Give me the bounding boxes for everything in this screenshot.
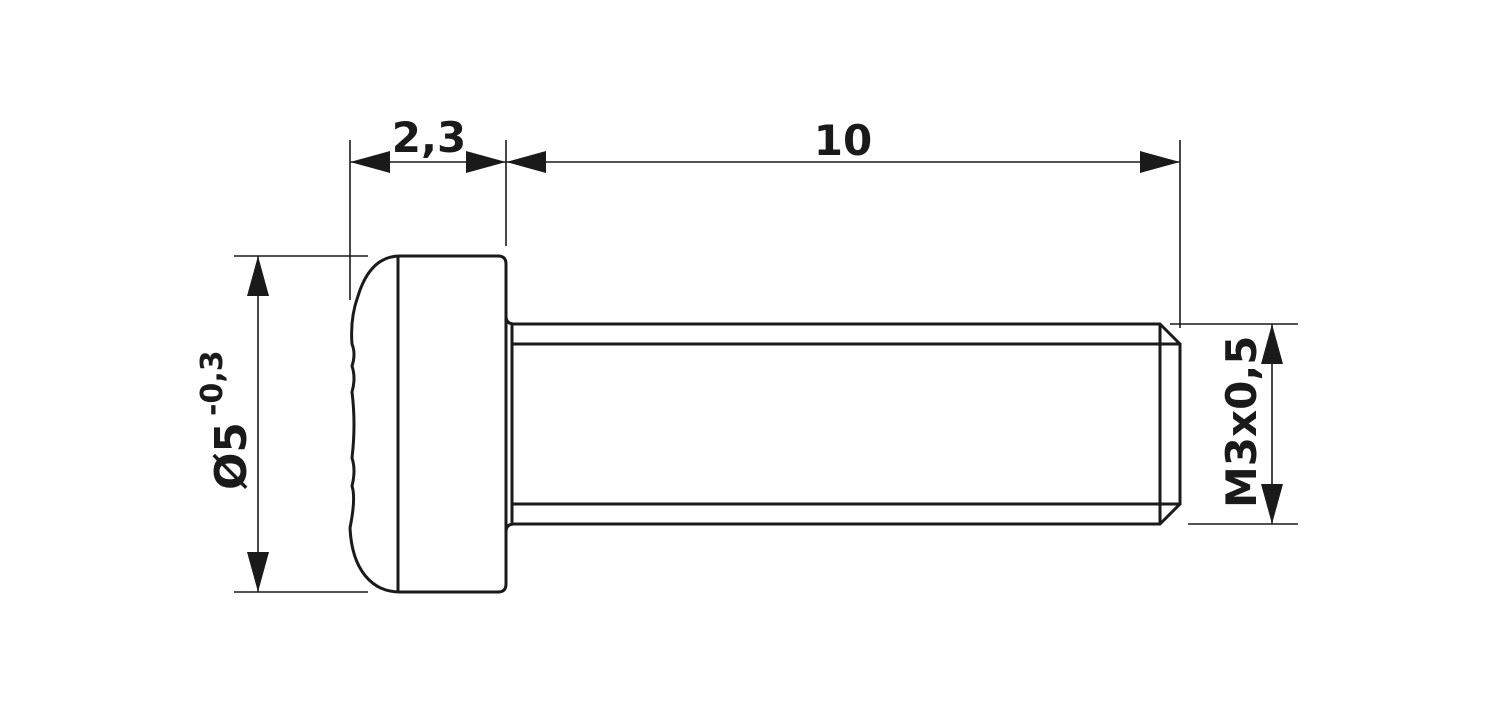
head-height-label: 2,3 xyxy=(392,113,466,162)
svg-text:Ø5: Ø5 xyxy=(206,422,257,490)
head-diameter-label: Ø5 xyxy=(206,422,257,490)
dimension-shank-length: 10 xyxy=(506,116,1180,173)
shank-length-label: 10 xyxy=(814,116,872,165)
thread-label: M3x0,5 xyxy=(1217,335,1266,508)
screw-head-outline xyxy=(348,254,508,594)
dimension-head-height: 2,3 xyxy=(350,113,506,173)
dimension-head-diameter: Ø5 -0,3 xyxy=(195,256,269,592)
extension-lines xyxy=(234,140,1298,593)
dimension-thread: M3x0,5 xyxy=(1217,324,1283,524)
head-diameter-tolerance: -0,3 xyxy=(195,350,230,416)
screw-part xyxy=(348,254,1182,594)
screw-shank-outline xyxy=(512,322,1182,526)
